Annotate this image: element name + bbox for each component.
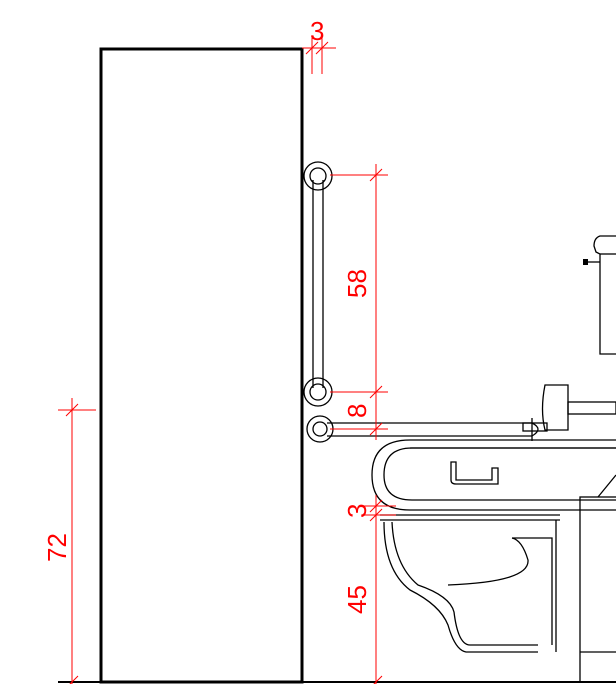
dimension-seat-height-label: 45 bbox=[342, 585, 372, 614]
vertical-grab-bar bbox=[303, 161, 333, 407]
dimension-seat-height: 45 bbox=[342, 515, 383, 684]
toilet-bowl bbox=[383, 520, 557, 653]
toilet-paper-holder bbox=[450, 461, 499, 485]
flip-up-support-arm bbox=[522, 384, 616, 432]
dimension-partition-height: 72 bbox=[42, 398, 96, 684]
dimension-gap-label: 3 bbox=[310, 16, 324, 46]
partition-panel bbox=[99, 47, 304, 684]
pedestal-box bbox=[579, 474, 616, 683]
dimension-gap: 3 bbox=[302, 16, 336, 74]
dimension-vertical-bar-label: 58 bbox=[342, 269, 372, 298]
dimension-seat-thickness-label: 3 bbox=[342, 504, 372, 518]
cistern bbox=[583, 235, 616, 355]
dimension-bar-spacing-label: 8 bbox=[342, 404, 372, 418]
dimension-vertical-bar: 58 bbox=[330, 164, 388, 400]
toilet-seat bbox=[380, 514, 560, 521]
dimension-partition-height-label: 72 bbox=[42, 533, 72, 562]
hinged-support-rail bbox=[371, 439, 616, 511]
dimension-bar-spacing: 8 bbox=[330, 392, 388, 440]
